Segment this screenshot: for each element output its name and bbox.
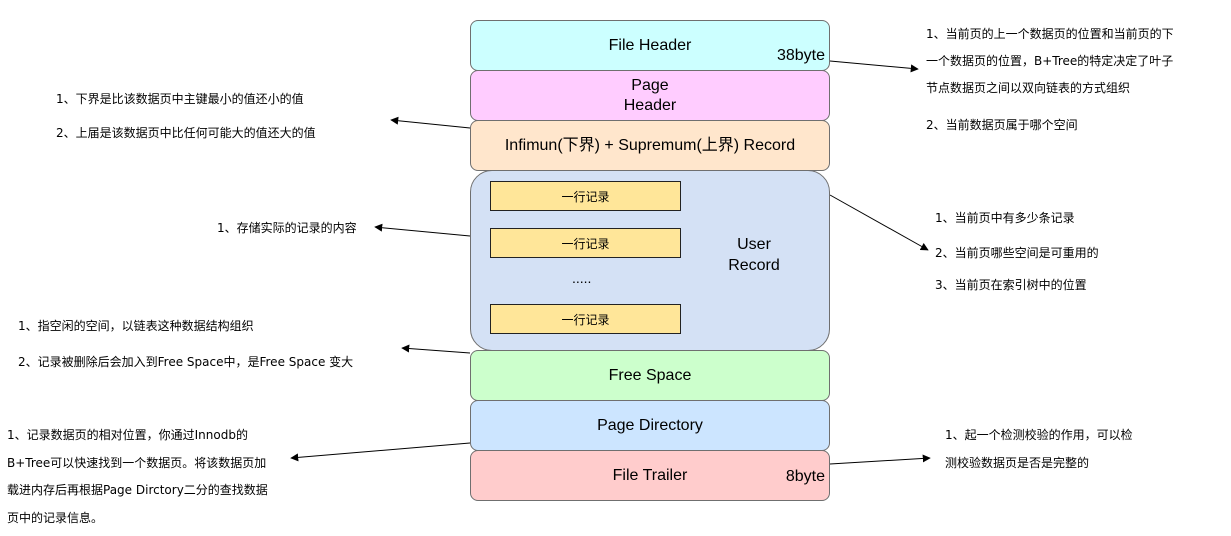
arrow-file-header: [829, 60, 919, 73]
row-record-2: 一行记录: [490, 228, 681, 258]
page-header-note-1: 1、当前页中有多少条记录: [935, 211, 1075, 225]
page-directory-note-3: 载进内存后再根据Page Dirctory二分的查找数据: [7, 483, 268, 497]
arrow-page-directory: [290, 442, 471, 462]
infimum-supremum-block: Infimun(下界) + Supremum(上界) Record: [470, 120, 830, 171]
page-directory-note-1: 1、记录数据页的相对位置，你通过Innodb的: [7, 428, 248, 442]
row-ellipsis: .....: [572, 270, 592, 286]
page-directory-block: Page Directory: [470, 400, 830, 451]
free-space-note-1: 1、指空闲的空间，以链表这种数据结构组织: [18, 319, 254, 333]
file-trailer-note-2: 测校验数据页是否是完整的: [945, 456, 1090, 470]
infimum-note-2: 2、上届是该数据页中比任何可能大的值还大的值: [56, 126, 316, 140]
page-directory-note-2: B+Tree可以快速找到一个数据页。将该数据页加: [7, 456, 267, 470]
file-header-note-1: 1、当前页的上一个数据页的位置和当前页的下: [926, 27, 1174, 41]
file-header-label: File Header: [608, 36, 692, 54]
arrow-user-record-right: [829, 194, 929, 251]
file-header-size: 38byte: [776, 47, 825, 64]
page-header-label: Page Header: [623, 76, 677, 114]
free-space-block: Free Space: [470, 350, 830, 401]
page-directory-label: Page Directory: [597, 416, 703, 434]
infimum-note-1: 1、下界是比该数据页中主键最小的值还小的值: [56, 92, 304, 106]
arrow-infimum: [390, 116, 471, 129]
file-header-note-2: 一个数据页的位置，B+Tree的特定决定了叶子: [926, 54, 1174, 68]
page-header-note-2: 2、当前页哪些空间是可重用的: [935, 246, 1099, 260]
infimum-supremum-label: Infimun(下界) + Supremum(上界) Record: [504, 136, 796, 154]
user-record-note-1: 1、存储实际的记录的内容: [217, 221, 357, 235]
file-trailer-label: File Trailer: [612, 466, 688, 484]
page-header-note-3: 3、当前页在索引树中的位置: [935, 278, 1087, 292]
arrow-user-record-left: [374, 223, 471, 237]
file-trailer-note-1: 1、起一个检测校验的作用，可以检: [945, 428, 1133, 442]
user-record-label: User Record: [728, 236, 780, 274]
arrow-file-trailer: [829, 454, 931, 465]
file-header-block: File Header 38byte: [470, 20, 830, 71]
free-space-label: Free Space: [608, 366, 692, 384]
page-directory-note-4: 页中的记录信息。: [7, 511, 104, 525]
arrow-free-space: [401, 344, 471, 354]
file-header-note-4: 2、当前数据页属于哪个空间: [926, 118, 1078, 132]
file-trailer-block: File Trailer 8byte: [470, 450, 830, 501]
free-space-note-2: 2、记录被删除后会加入到Free Space中，是Free Space 变大: [18, 355, 354, 369]
row-record-3: 一行记录: [490, 304, 681, 334]
page-header-block: Page Header: [470, 70, 830, 121]
file-trailer-size: 8byte: [785, 468, 825, 485]
file-header-note-3: 节点数据页之间以双向链表的方式组织: [926, 81, 1131, 95]
row-record-1: 一行记录: [490, 181, 681, 211]
